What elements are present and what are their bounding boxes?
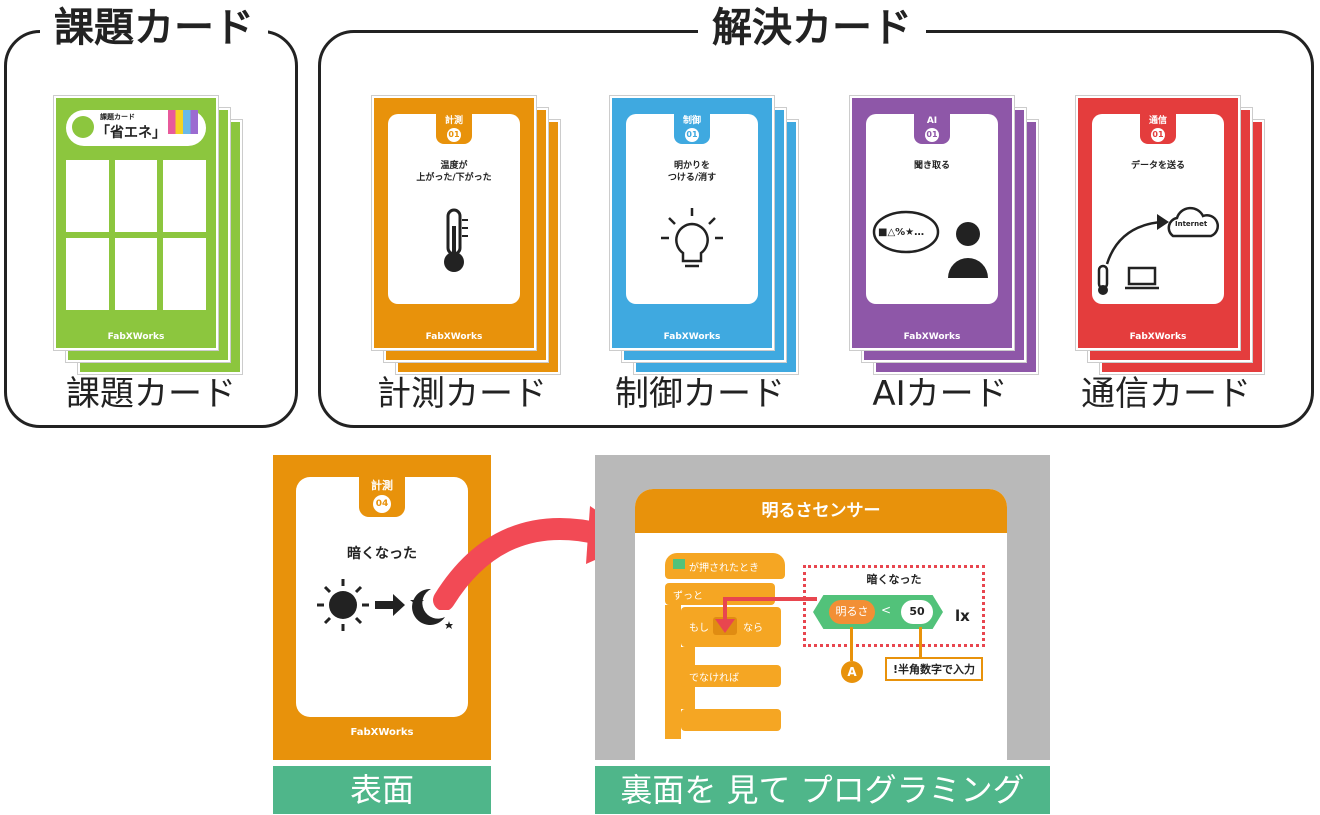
- solution-card-caption: 計測カード: [377, 374, 547, 414]
- front-card-footer: FabXWorks: [350, 727, 414, 738]
- speaking-person-icon: [866, 206, 998, 290]
- thermometer-icon: [388, 206, 520, 280]
- card-category: 通信: [1148, 116, 1167, 126]
- front-label-bar: 表面: [273, 766, 491, 814]
- solution-card-stack: 通信 01 データを送る Internet FabXWorks: [1076, 96, 1264, 374]
- if-block: もし なら: [681, 607, 781, 647]
- solution-card-caption: 制御カード: [615, 374, 785, 414]
- task-card-header-main: 「省エネ」: [96, 125, 166, 141]
- internet-cloud-icon: [1092, 206, 1224, 300]
- back-label-bar: 裏面を 見て プログラミング: [595, 766, 1050, 814]
- front-card-number: 04: [373, 495, 391, 513]
- battery-icons: [168, 110, 198, 134]
- front-card: 計測 04 暗くなった FabXWorks: [273, 455, 491, 760]
- solution-group-title: 解決カード: [698, 4, 926, 52]
- condition-caption: 暗くなった: [866, 573, 922, 586]
- solution-card-stack: 制御 01 明かりを つける/消す FabXWorks: [610, 96, 798, 374]
- front-card-category: 計測: [371, 479, 393, 492]
- condition-highlight: [803, 565, 985, 647]
- card-label: 温度が 上がった/下がった: [416, 161, 492, 183]
- task-card-stack: 課題カード 「省エネ」 FabXWorks: [54, 96, 242, 374]
- card-footer: FabXWorks: [1129, 332, 1187, 342]
- else-block: でなければ: [681, 665, 781, 687]
- task-card-footer: FabXWorks: [107, 332, 165, 342]
- card-label: データを送る: [1130, 161, 1185, 171]
- insert-arrow-icon: [715, 597, 817, 633]
- solution-card-stack: 計測 01 温度が 上がった/下がった FabXWorks: [372, 96, 560, 374]
- task-grid: [66, 160, 206, 310]
- card-label: 聞き取る: [913, 161, 950, 171]
- solution-card: 通信 01 データを送る Internet FabXWorks: [1076, 96, 1240, 350]
- operator-label: <: [881, 603, 892, 617]
- task-card-header-small: 課題カード: [100, 113, 135, 121]
- input-note: !半角数字で入力: [885, 657, 984, 681]
- card-tab: 計測 01: [436, 114, 472, 144]
- solution-card-stack: AI 01 聞き取る ■△%★… FabXWorks: [850, 96, 1038, 374]
- card-tab: AI 01: [914, 114, 950, 144]
- card-label: 明かりを つける/消す: [667, 161, 717, 183]
- lightbulb-icon: [72, 116, 94, 138]
- lightbulb-icon: [626, 206, 758, 280]
- task-group-title: 課題カード: [40, 4, 268, 52]
- card-footer: FabXWorks: [663, 332, 721, 342]
- task-card: 課題カード 「省エネ」 FabXWorks: [54, 96, 218, 350]
- hat-block: が押されたとき: [665, 553, 785, 579]
- card-footer: FabXWorks: [903, 332, 961, 342]
- card-number: 01: [925, 128, 939, 142]
- solution-card: AI 01 聞き取る ■△%★… FabXWorks: [850, 96, 1014, 350]
- card-number: 01: [447, 128, 461, 142]
- marker-a: A: [841, 661, 863, 683]
- front-card-label: 暗くなった: [347, 546, 417, 562]
- card-category: AI: [926, 116, 938, 126]
- card-category: 制御: [682, 116, 701, 126]
- sun-to-moon-icon: [317, 579, 453, 631]
- card-category: 計測: [444, 116, 463, 126]
- solution-card: 計測 01 温度が 上がった/下がった FabXWorks: [372, 96, 536, 350]
- solution-card-caption: 通信カード: [1081, 374, 1251, 414]
- solution-card-caption: AIカード: [872, 374, 1008, 414]
- card-footer: FabXWorks: [425, 332, 483, 342]
- bubble-text: ■△%★…: [878, 227, 925, 238]
- cloud-text: Internet: [1175, 220, 1208, 228]
- green-flag-icon: [673, 559, 685, 569]
- back-panel-title: 明るさセンサー: [635, 489, 1007, 533]
- card-number: 01: [1151, 128, 1165, 142]
- task-card-caption: 課題カード: [66, 374, 236, 414]
- sensor-reporter: 明るさ: [829, 600, 875, 624]
- hat-block-label: が押されたとき: [689, 563, 759, 574]
- card-tab: 通信 01: [1140, 114, 1176, 144]
- solution-card: 制御 01 明かりを つける/消す FabXWorks: [610, 96, 774, 350]
- value-input: 50: [901, 600, 933, 624]
- back-panel: 明るさセンサー が押されたとき ずっと もし なら でなければ 暗くなった 明る…: [595, 455, 1050, 760]
- card-tab: 制御 01: [674, 114, 710, 144]
- card-number: 01: [685, 128, 699, 142]
- front-card-tab: 計測 04: [359, 477, 405, 517]
- unit-label: lx: [955, 607, 970, 625]
